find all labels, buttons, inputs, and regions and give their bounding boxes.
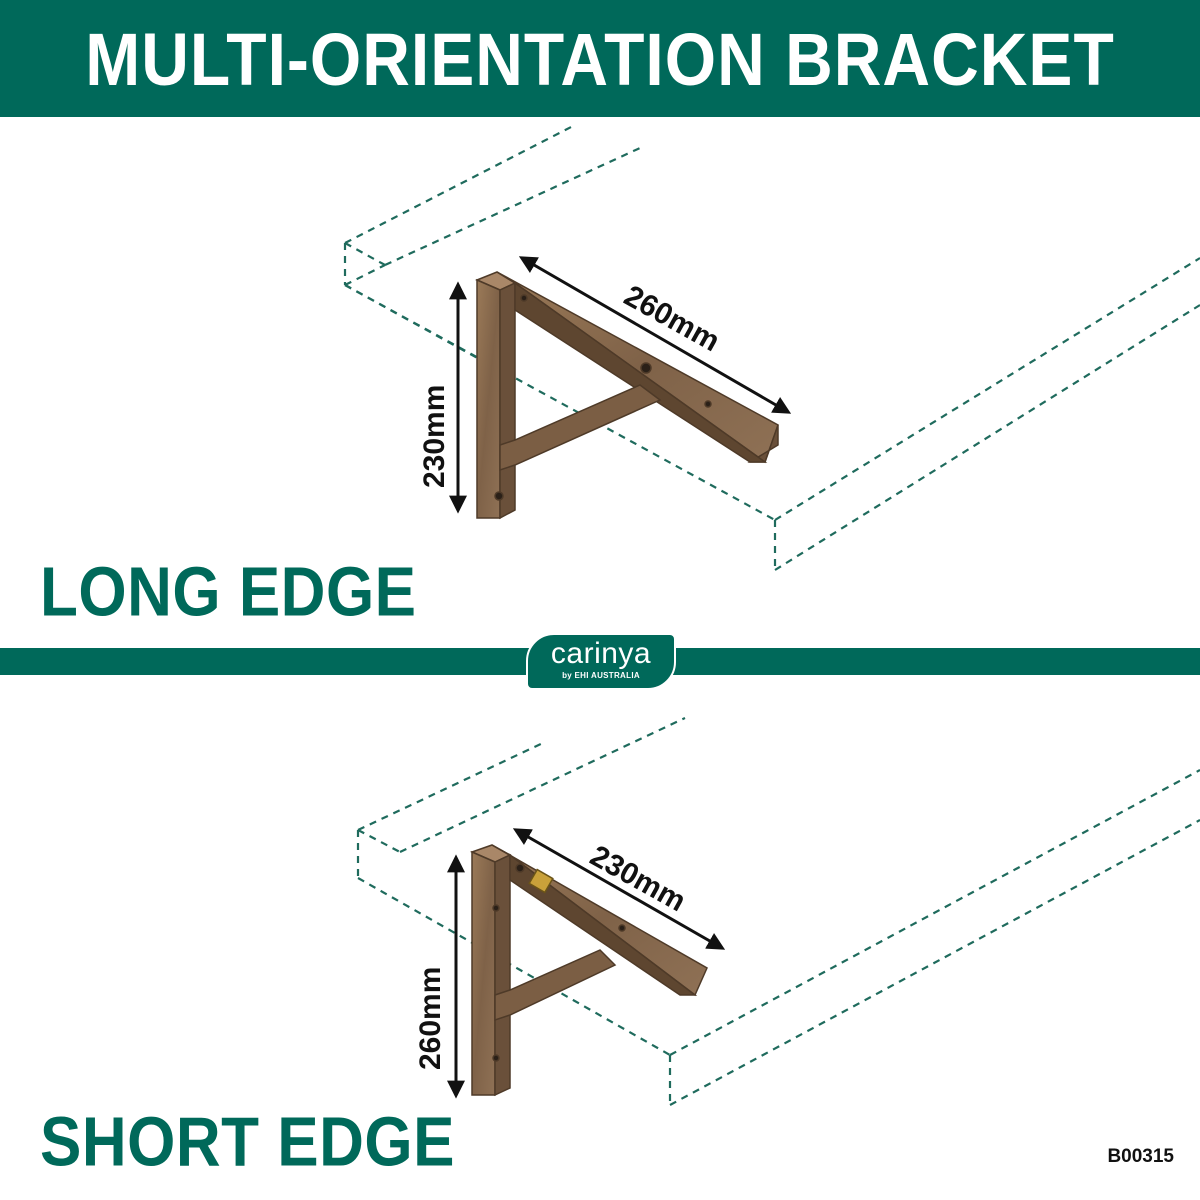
long-edge-label: LONG EDGE [40, 553, 417, 632]
shelf-outline-long [343, 124, 1200, 571]
product-code: B00315 [1107, 1146, 1174, 1167]
logo-tagline: by EHI AUSTRALIA [562, 671, 640, 680]
logo-name: carinya [550, 637, 652, 670]
long-height-label: 230mm [418, 385, 451, 488]
shelf-outline-short [356, 717, 1200, 1106]
short-edge-label: SHORT EDGE [40, 1103, 455, 1182]
dimension-arrow-long-width [518, 256, 792, 414]
dimension-arrow-short-width [512, 828, 726, 950]
header-banner: MULTI-ORIENTATION BRACKET [0, 0, 1200, 117]
brand-logo: carinya by EHI AUSTRALIA [526, 633, 676, 690]
page-title: MULTI-ORIENTATION BRACKET [85, 17, 1115, 100]
short-height-label: 260mm [414, 967, 447, 1070]
